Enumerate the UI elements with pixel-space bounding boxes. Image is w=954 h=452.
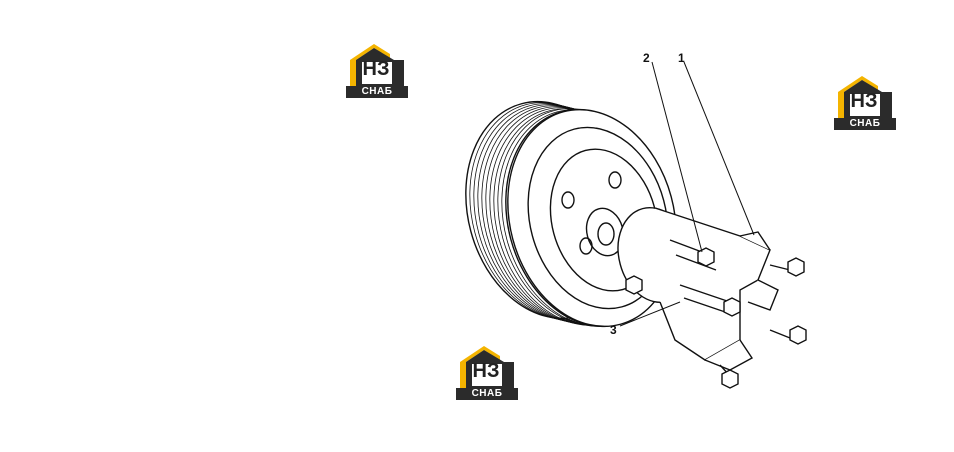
watermark-logo: НЗ СНАБ bbox=[346, 40, 408, 98]
callout-1: 1 bbox=[678, 51, 685, 65]
watermark-logo: НЗ СНАБ bbox=[834, 72, 896, 130]
logo-caption: СНАБ bbox=[456, 388, 518, 400]
pulley-hub-diagram: 2 1 3 bbox=[465, 51, 807, 389]
logo-main-text: НЗ bbox=[362, 58, 390, 80]
house-logo-icon bbox=[350, 44, 404, 86]
callout-3: 3 bbox=[610, 323, 617, 337]
house-logo-icon bbox=[460, 346, 514, 388]
house-logo-icon bbox=[838, 76, 892, 118]
watermark-logo: НЗ СНАБ bbox=[456, 342, 518, 400]
leader-lines bbox=[619, 61, 755, 327]
logo-caption: СНАБ bbox=[346, 86, 408, 98]
fan-hub bbox=[617, 207, 807, 389]
logo-caption: СНАБ bbox=[834, 118, 896, 130]
callout-2: 2 bbox=[643, 51, 650, 65]
logo-main-text: НЗ bbox=[472, 360, 500, 382]
logo-main-text: НЗ bbox=[850, 90, 878, 112]
